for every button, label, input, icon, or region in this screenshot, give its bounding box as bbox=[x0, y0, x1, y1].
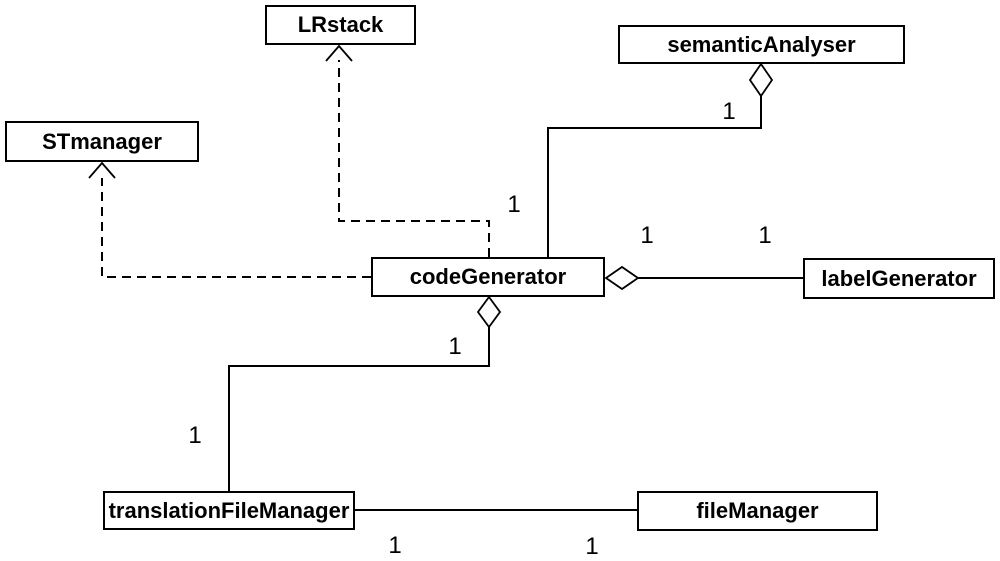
class-box-semanticanalyser: semanticAnalyser bbox=[618, 25, 905, 64]
class-name-lrstack: LRstack bbox=[297, 12, 384, 37]
class-name-stmanager: STmanager bbox=[42, 128, 162, 154]
aggregation-diamond-codegenerator-right-icon bbox=[604, 265, 640, 291]
class-name-labelgenerator: labelGenerator bbox=[821, 265, 977, 291]
aggregation-edge-semanticanalyser-codegenerator bbox=[547, 96, 762, 257]
class-name-translationfilemanager: translationFileManager bbox=[108, 497, 350, 523]
class-box-labelgenerator: labelGenerator bbox=[803, 258, 995, 299]
multiplicity-label-translationfilemanager-right-end: 1 bbox=[388, 532, 402, 559]
multiplicity-label-codegenerator-right-end: 1 bbox=[640, 222, 654, 249]
dependency-edge-codegenerator-lrstack bbox=[338, 60, 490, 257]
dependency-edge-codegenerator-stmanager bbox=[101, 178, 371, 278]
aggregation-diamond-semanticanalyser-icon bbox=[748, 62, 774, 98]
aggregation-diamond-codegenerator-bottom-icon bbox=[476, 295, 502, 329]
class-box-filemanager: fileManager bbox=[637, 491, 878, 531]
aggregation-edge-codegenerator-translationfilemanager bbox=[228, 327, 490, 491]
class-name-filemanager: fileManager bbox=[696, 498, 819, 523]
multiplicity-label-filemanager-end: 1 bbox=[585, 533, 599, 560]
class-box-stmanager: STmanager bbox=[5, 121, 199, 162]
class-box-codegenerator: codeGenerator bbox=[371, 257, 605, 297]
multiplicity-label-labelgenerator-end: 1 bbox=[758, 222, 772, 249]
multiplicity-label-translationfilemanager-top-end: 1 bbox=[188, 422, 202, 449]
class-box-lrstack: LRstack bbox=[265, 5, 416, 45]
class-name-semanticanalyser: semanticAnalyser bbox=[667, 31, 856, 57]
open-arrowhead-lrstack-icon bbox=[325, 44, 353, 62]
class-name-codegenerator: codeGenerator bbox=[409, 264, 567, 289]
multiplicity-label-semanticanalyser-end: 1 bbox=[722, 98, 736, 125]
multiplicity-label-codegenerator-top-end: 1 bbox=[507, 191, 521, 218]
open-arrowhead-stmanager-icon bbox=[88, 161, 116, 179]
class-box-translationfilemanager: translationFileManager bbox=[103, 491, 355, 530]
multiplicity-label-codegenerator-bottom-end: 1 bbox=[448, 333, 462, 360]
